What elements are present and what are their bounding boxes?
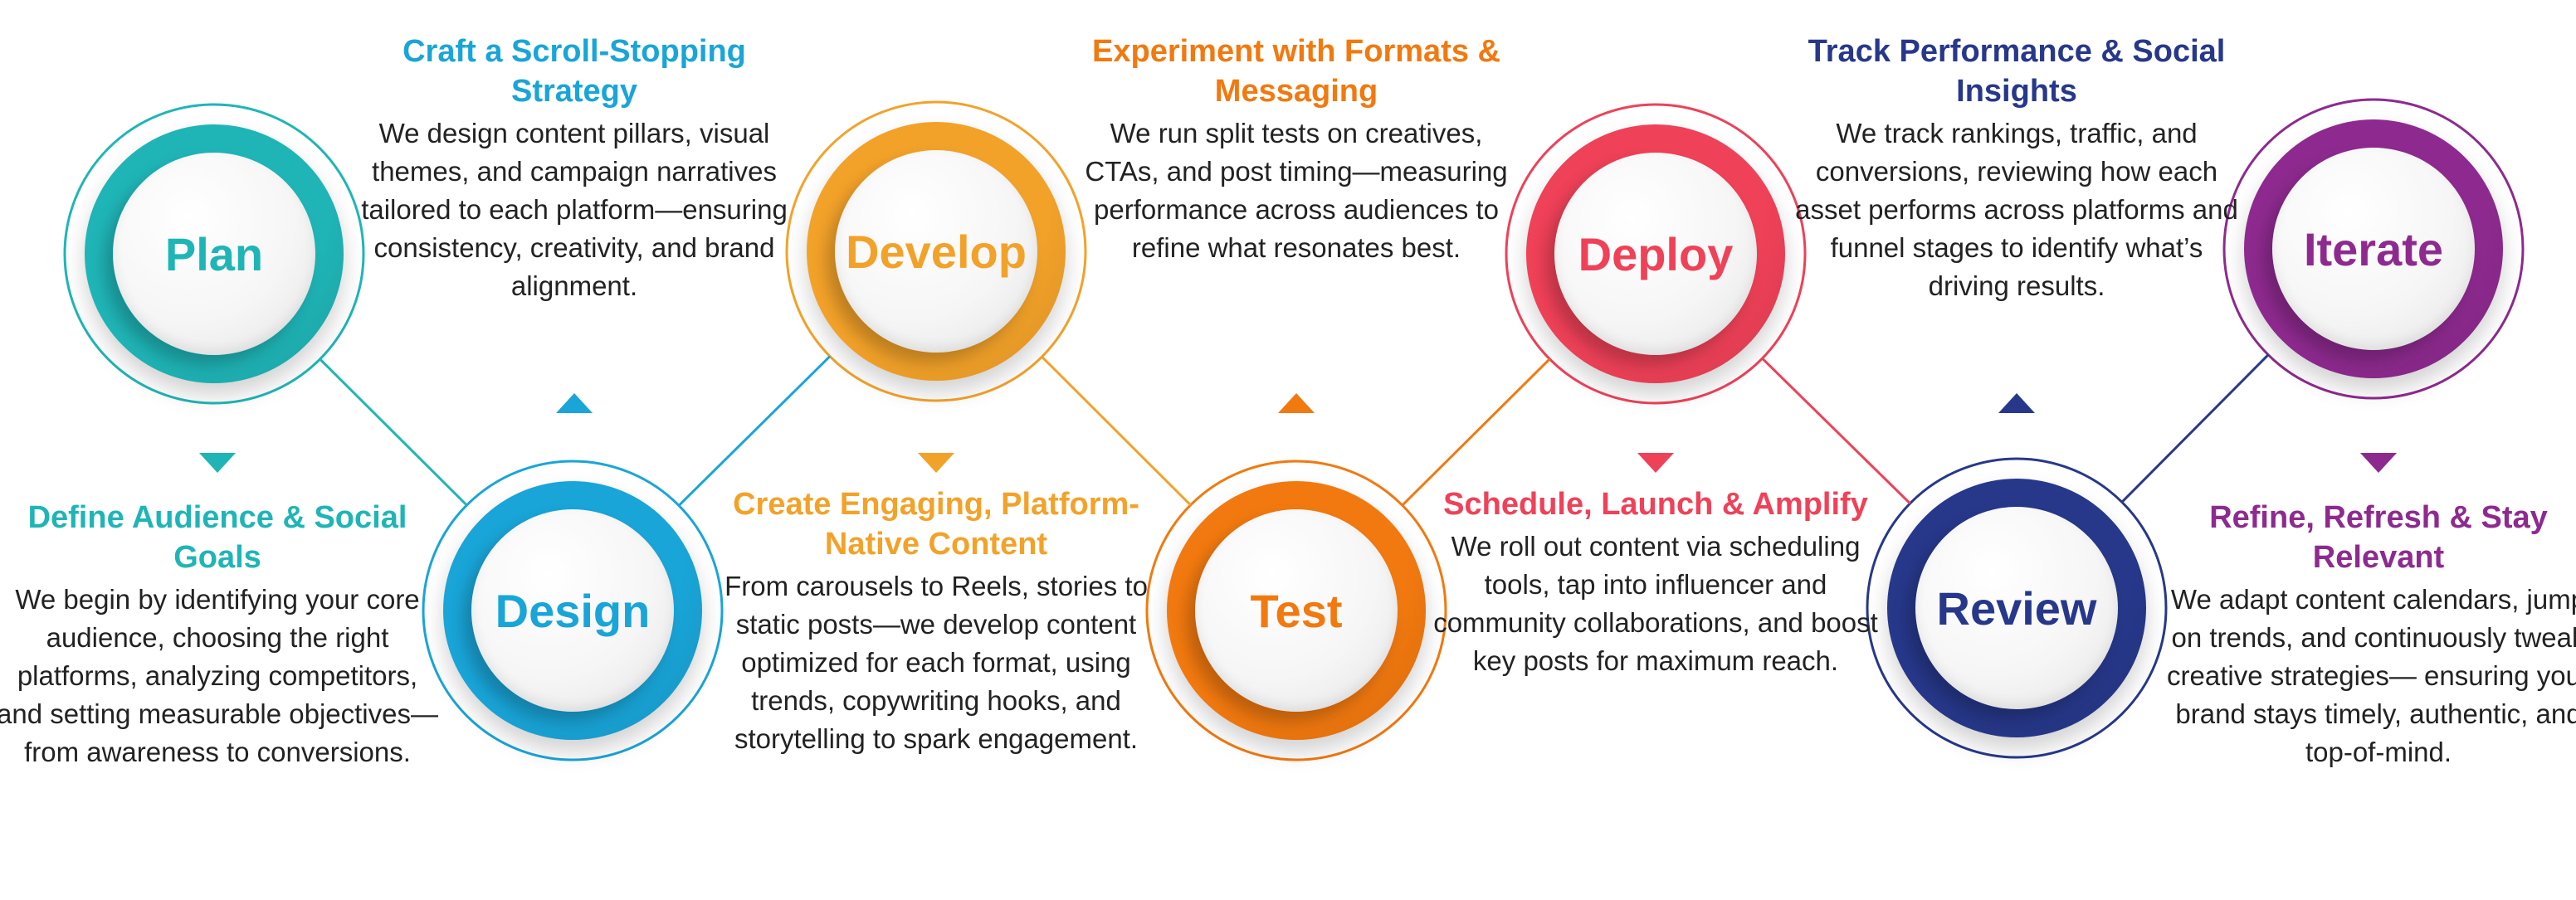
step-iterate-heading: Refine, Refresh & Stay Relevant: [2209, 500, 2548, 575]
step-deploy-outline: [1505, 103, 1807, 405]
step-develop-heading: Create Engaging, Platform-Native Content: [733, 487, 1139, 562]
step-iterate-arrow-icon: [2360, 453, 2397, 473]
step-develop-description: From carousels to Reels, stories to stat…: [724, 571, 1148, 754]
step-iterate-circle: Iterate: [2244, 119, 2503, 378]
step-review-arrow-icon: [1998, 393, 2035, 413]
step-iterate-disc: Iterate: [2272, 148, 2475, 350]
step-plan-circle: Plan: [85, 124, 344, 383]
step-design-outline: [422, 460, 724, 761]
step-deploy-circle: Deploy: [1526, 124, 1785, 383]
step-deploy-description: We roll out content via scheduling tools…: [1433, 531, 1878, 676]
step-test-description: We run split tests on creatives, CTAs, a…: [1085, 118, 1508, 263]
step-develop-disc: Develop: [835, 150, 1037, 353]
step-review-heading: Track Performance & Social Insights: [1808, 34, 2226, 109]
step-develop-outline: [785, 100, 1087, 402]
step-test-circle: Test: [1167, 481, 1426, 740]
step-test-disc: Test: [1195, 509, 1398, 712]
step-develop-circle: Develop: [807, 122, 1066, 381]
step-review-label: Review: [1936, 581, 2097, 635]
connector-test-deploy: [1401, 358, 1551, 507]
step-test-arrow-icon: [1278, 393, 1315, 413]
step-design-arrow-icon: [556, 393, 593, 413]
step-plan-arrow-icon: [199, 453, 236, 473]
step-design-heading: Craft a Scroll-Stopping Strategy: [402, 34, 746, 109]
step-design-text-block: Craft a Scroll-Stopping Strategy We desi…: [350, 32, 798, 305]
step-deploy-disc: Deploy: [1554, 153, 1757, 355]
step-iterate-description: We adapt content calendars, jump on tren…: [2167, 584, 2576, 767]
step-deploy-arrow-icon: [1637, 453, 1674, 473]
step-design-label: Design: [495, 584, 651, 637]
step-deploy-text-block: Schedule, Launch & Amplify We roll out c…: [1432, 484, 1880, 680]
step-deploy-heading: Schedule, Launch & Amplify: [1443, 487, 1868, 522]
step-plan-outline: [63, 103, 365, 405]
step-iterate-text-block: Refine, Refresh & Stay Relevant We adapt…: [2154, 498, 2576, 771]
step-test-heading: Experiment with Formats & Messaging: [1092, 34, 1500, 109]
connector-plan-design: [319, 358, 468, 507]
step-plan-disc: Plan: [113, 153, 315, 355]
step-iterate-label: Iterate: [2303, 222, 2444, 275]
connector-develop-test: [1041, 356, 1192, 506]
step-plan-label: Plan: [164, 227, 264, 280]
step-review-circle: Review: [1887, 479, 2146, 737]
connector-deploy-review: [1761, 358, 1911, 504]
step-develop-label: Develop: [846, 225, 1027, 278]
step-deploy-label: Deploy: [1578, 227, 1734, 280]
step-design-circle: Design: [443, 481, 702, 740]
step-plan-description: We begin by identifying your core audien…: [0, 584, 438, 767]
step-review-text-block: Track Performance & Social Insights We t…: [1793, 32, 2241, 305]
step-test-label: Test: [1250, 584, 1343, 637]
connector-review-iterate: [2120, 353, 2270, 504]
step-review-disc: Review: [1915, 507, 2118, 709]
step-review-outline: [1866, 457, 2168, 759]
step-plan-heading: Define Audience & Social Goals: [27, 500, 407, 575]
step-design-description: We design content pillars, visual themes…: [361, 118, 788, 301]
step-test-outline: [1145, 460, 1447, 761]
step-review-description: We track rankings, traffic, and conversi…: [1795, 118, 2238, 301]
step-design-disc: Design: [471, 509, 674, 712]
step-develop-arrow-icon: [918, 453, 954, 473]
step-develop-text-block: Create Engaging, Platform-Native Content…: [712, 484, 1160, 758]
step-test-text-block: Experiment with Formats & Messaging We r…: [1072, 32, 1520, 267]
step-plan-text-block: Define Audience & Social Goals We begin …: [0, 498, 442, 771]
connector-design-develop: [677, 355, 832, 507]
step-iterate-outline: [2222, 98, 2525, 400]
